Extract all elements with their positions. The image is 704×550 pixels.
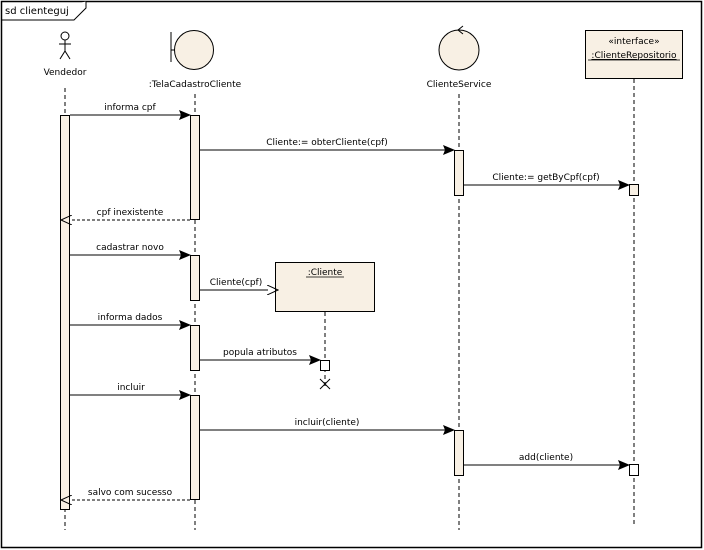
message[interactable]: cpf inexistente [71, 208, 190, 220]
boundary-icon [170, 30, 214, 70]
message-label: cpf inexistente [97, 208, 164, 218]
activation-tela-2 [190, 255, 200, 301]
activation-repo-2 [629, 464, 639, 476]
message[interactable]: incluir(cliente) [200, 418, 455, 435]
destroy-icon [319, 378, 331, 390]
message-label: Cliente:= obterCliente(cpf) [266, 138, 387, 148]
message[interactable]: informa dados [70, 313, 191, 330]
activation-cliente [320, 360, 330, 371]
participant-label: Vendedor [44, 68, 87, 78]
activation-tela-3 [190, 325, 200, 371]
participant-label: :ClienteRepositorio [591, 51, 677, 61]
message[interactable]: incluir [70, 383, 191, 400]
message-label: popula atributos [223, 348, 297, 358]
message[interactable]: salvo com sucesso [71, 488, 190, 500]
participant-vendedor[interactable]: Vendedor [44, 31, 87, 78]
activation-service-1 [454, 150, 464, 196]
control-icon [438, 25, 480, 71]
message[interactable]: Cliente:= obterCliente(cpf) [200, 138, 455, 155]
participant-label: :Cliente [308, 268, 343, 278]
frame-title: sd clienteguj [5, 6, 69, 17]
message[interactable]: cadastrar novo [70, 243, 191, 260]
message[interactable]: add(cliente) [464, 453, 630, 470]
message-label: add(cliente) [519, 453, 573, 463]
participant-repo[interactable]: «interface» :ClienteRepositorio [585, 30, 683, 79]
message-label: informa dados [98, 313, 163, 323]
activation-vendedor [60, 115, 70, 510]
message-label: incluir(cliente) [295, 418, 360, 428]
message-label: incluir [117, 383, 145, 393]
participant-label: ClienteService [427, 80, 492, 90]
participant-tela[interactable]: :TelaCadastroCliente [149, 30, 242, 91]
message-label: Cliente(cpf) [210, 278, 262, 288]
message-label: Cliente:= getByCpf(cpf) [492, 173, 599, 183]
activation-tela-4 [190, 395, 200, 500]
actor-icon [59, 31, 71, 60]
frame-title-tab [1, 1, 87, 21]
message[interactable]: Cliente(cpf) [200, 278, 268, 290]
message-label: informa cpf [104, 103, 156, 113]
interface-box [585, 30, 683, 79]
message-label: salvo com sucesso [88, 488, 173, 498]
message[interactable]: popula atributos [200, 348, 321, 365]
messages: informa cpf Cliente:= obterCliente(cpf) … [70, 103, 630, 500]
activation-tela-1 [190, 115, 200, 220]
activation-service-2 [454, 430, 464, 476]
activations [60, 115, 639, 510]
message[interactable]: Cliente:= getByCpf(cpf) [464, 173, 630, 190]
participant-label: :TelaCadastroCliente [149, 80, 242, 90]
activation-repo-1 [629, 184, 639, 196]
participant-service[interactable]: ClienteService [427, 25, 492, 90]
stereotype-label: «interface» [608, 37, 659, 47]
participant-cliente[interactable]: :Cliente [275, 262, 375, 312]
message-label: cadastrar novo [96, 243, 164, 253]
object-box [275, 262, 375, 312]
message[interactable]: informa cpf [70, 103, 191, 120]
